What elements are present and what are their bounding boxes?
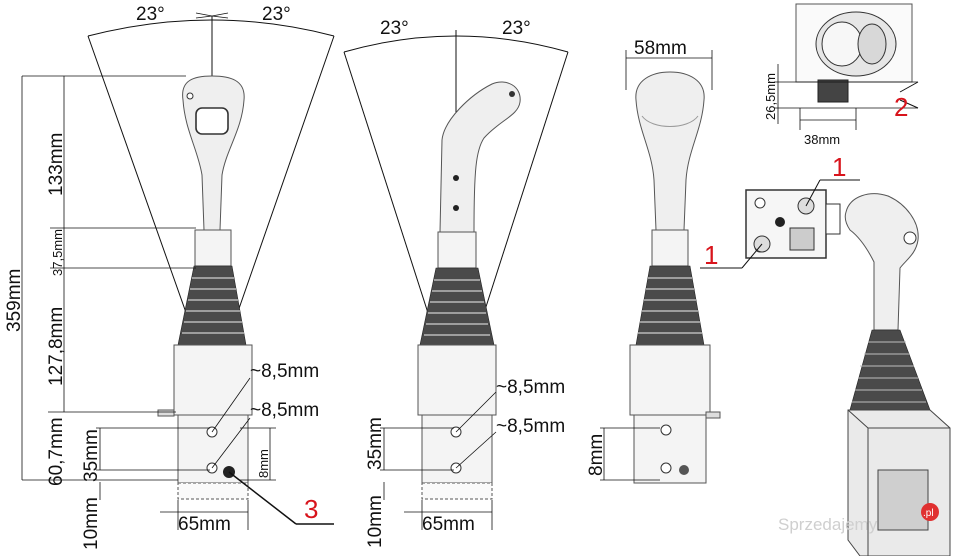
grip-width-label: 58mm (634, 38, 687, 59)
perspective-panel (877, 469, 929, 531)
back-boot-ribs (638, 277, 702, 334)
connector-detail: 1 1 (700, 152, 860, 270)
back-connector (679, 465, 689, 475)
side-base-upper (417, 344, 497, 416)
front-arrow (195, 12, 213, 19)
side-boot-ribs (424, 279, 490, 336)
back-tab (705, 411, 721, 419)
front-angle-arc (87, 19, 335, 37)
leader-line (211, 417, 251, 469)
callout-3: 3 (304, 494, 318, 524)
watermark: Sprzedajemy .pl (778, 503, 939, 534)
back-grip-shade (641, 115, 699, 127)
callout-2-leader (899, 99, 919, 109)
top-detail-grip-cap (821, 21, 863, 67)
connector-block (789, 227, 815, 251)
front-angle-left-label: 23° (136, 4, 165, 25)
side-grip-dot (453, 175, 459, 181)
back-pin-lower (660, 462, 672, 474)
perspective-grip (844, 193, 919, 331)
top-detail-width-label: 38mm (804, 132, 840, 147)
base-height-label: 60,7mm (46, 417, 67, 486)
bottom-height-label: 10mm (81, 497, 102, 550)
front-tab (157, 409, 175, 417)
side-view: 23° 23° 35mm 10mm ~8,5mm ~8,5mm 65mm (343, 18, 569, 548)
connector-center (775, 217, 785, 227)
side-spacing-lower-label: ~8,5mm (496, 416, 565, 437)
callout-1-left-leader (741, 243, 763, 269)
leader-line (455, 391, 497, 433)
back-base-lower (633, 414, 707, 484)
front-boot-ribs (182, 277, 244, 334)
side-grip-button (509, 91, 515, 97)
back-pin-height-label: 8mm (586, 434, 607, 476)
boot-height-label: 127,8mm (46, 307, 67, 386)
front-view: 23° 23° (4, 4, 335, 550)
grip-height-label: 133mm (46, 133, 67, 196)
perspective-grip-button (903, 231, 917, 245)
callout-3-leader (228, 471, 297, 525)
side-angle-right-label: 23° (502, 18, 531, 39)
back-collar (651, 229, 689, 267)
perspective-boot-ribs (852, 341, 926, 403)
connector-latch (825, 203, 841, 235)
back-base-upper (629, 344, 711, 416)
watermark-suffix: .pl (923, 508, 934, 519)
front-grip-button (195, 107, 229, 135)
side-grip (439, 81, 521, 233)
side-collar (437, 231, 477, 269)
callout-2: 2 (894, 92, 908, 122)
side-base-width-label: 65mm (422, 514, 475, 535)
total-height-label: 359mm (4, 269, 25, 332)
leader-line (211, 377, 251, 433)
connector-screw (754, 197, 766, 209)
back-pin-upper (660, 424, 672, 436)
watermark-text: Sprzedajemy (778, 515, 878, 534)
front-angle-right-label: 23° (262, 4, 291, 25)
front-base-bottom (177, 482, 249, 500)
spacing-lower-label: ~8,5mm (250, 400, 319, 421)
front-collar (194, 229, 232, 267)
callout-2-leader (899, 81, 919, 93)
top-detail-grip-side (857, 23, 887, 65)
pin-height-label: 8mm (256, 449, 271, 478)
watermark-badge (921, 503, 939, 521)
top-detail-height-label: 26,5mm (763, 73, 778, 120)
base-width-label: 65mm (178, 514, 231, 535)
collar-height-label: 37,5mm (50, 229, 65, 276)
front-base-upper (173, 344, 253, 416)
callout-1-top: 1 (832, 152, 846, 182)
back-view: 58mm 8mm (586, 38, 721, 484)
front-arrow (211, 12, 229, 19)
side-base-bottom (421, 482, 493, 500)
spacing-upper-label: ~8,5mm (250, 361, 319, 382)
leader-line (455, 431, 497, 469)
front-grip-screw (186, 92, 194, 100)
side-lower-height-label: 35mm (365, 417, 386, 470)
perspective-view (844, 193, 951, 556)
lower-height-label: 35mm (81, 429, 102, 482)
side-bottom-height-label: 10mm (365, 495, 386, 548)
side-grip-dot (453, 205, 459, 211)
top-detail: 26,5mm 38mm 2 (763, 3, 919, 147)
side-angle-left-label: 23° (380, 18, 409, 39)
callout-1-top-leader (805, 179, 821, 207)
callout-1-left: 1 (704, 240, 718, 270)
side-spacing-upper-label: ~8,5mm (496, 377, 565, 398)
back-grip (635, 71, 705, 231)
front-grip (182, 75, 245, 231)
top-detail-stem (817, 79, 849, 103)
